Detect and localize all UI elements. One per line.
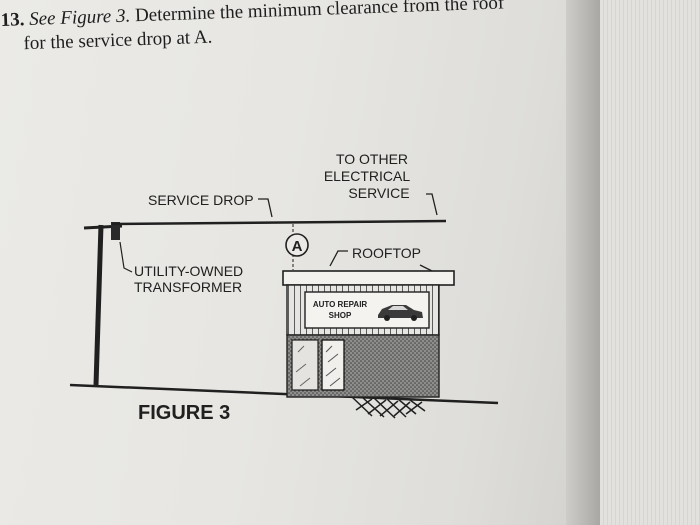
to-other-label-line-2: ELECTRICAL: [324, 168, 411, 184]
marker-a-label: A: [292, 238, 303, 255]
sign-line-2: SHOP: [329, 311, 352, 320]
page-edges: [600, 0, 700, 525]
shop-door: [321, 339, 345, 391]
rooftop-leader: [329, 250, 348, 267]
utility-pole: [93, 224, 104, 386]
transformer-label-line-2: TRANSFORMER: [134, 279, 242, 295]
window-glass-marks: [295, 345, 311, 387]
transformer-can: [111, 222, 120, 240]
building: AUTO REPAIR SHOP: [282, 270, 455, 398]
page-gutter: [566, 0, 600, 525]
door-glass-marks: [325, 345, 341, 387]
other-service-leader: [426, 193, 438, 216]
roof-parapet: [282, 270, 455, 286]
to-other-label-line-3: SERVICE: [348, 185, 409, 201]
service-drop-label: SERVICE DROP: [148, 192, 254, 208]
to-other-label-line-1: TO OTHER: [336, 151, 408, 167]
transformer-leader: [119, 241, 133, 273]
service-drop-wire: [111, 219, 447, 226]
marker-a-circle: [285, 233, 309, 257]
car-icon: [378, 305, 423, 321]
rooftop-label: ROOFTOP: [352, 245, 421, 261]
ground-line: [69, 383, 499, 405]
figure-caption: FIGURE 3: [138, 402, 230, 424]
sign-line-1: AUTO REPAIR: [313, 300, 368, 309]
service-drop-leader: [258, 198, 273, 218]
ground-hatch: [351, 396, 426, 419]
transformer-label-line-1: UTILITY-OWNED: [134, 263, 243, 279]
